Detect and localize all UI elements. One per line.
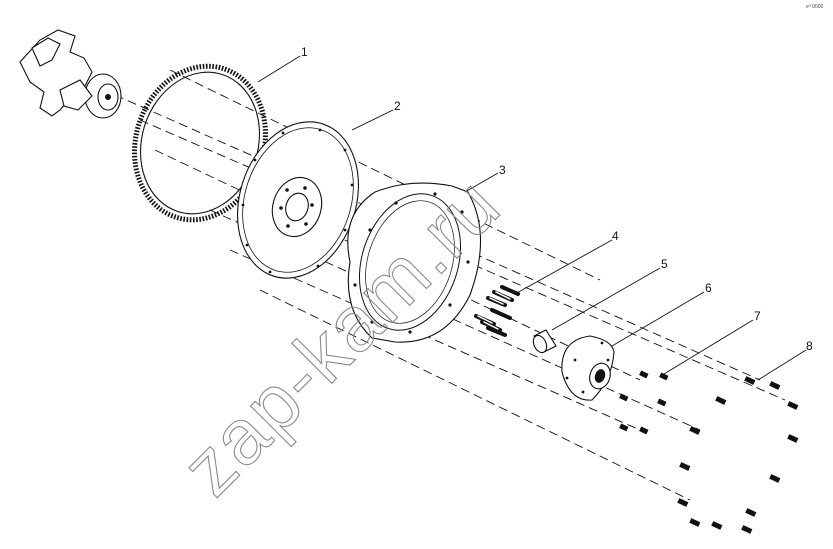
flywheel [237,121,359,279]
callout-3: 3 [499,163,506,177]
flywheel-housing [347,182,482,343]
callout-2: 2 [394,99,401,113]
callout-5: 5 [661,257,668,271]
small-bolts [619,370,799,534]
callout-labels: 1 2 3 4 5 6 7 8 [301,45,813,353]
callout-4: 4 [612,229,619,243]
leader-lines [257,55,807,381]
callout-1: 1 [301,45,308,59]
flywheel-bolts [474,285,520,337]
callout-8: 8 [806,339,813,353]
callout-7: 7 [754,309,761,323]
callout-6: 6 [705,281,712,295]
bushing-sleeve [532,329,557,354]
crankshaft [19,29,122,119]
cover-plate [561,335,615,401]
corner-code: e⁰ 0000 [806,4,824,10]
